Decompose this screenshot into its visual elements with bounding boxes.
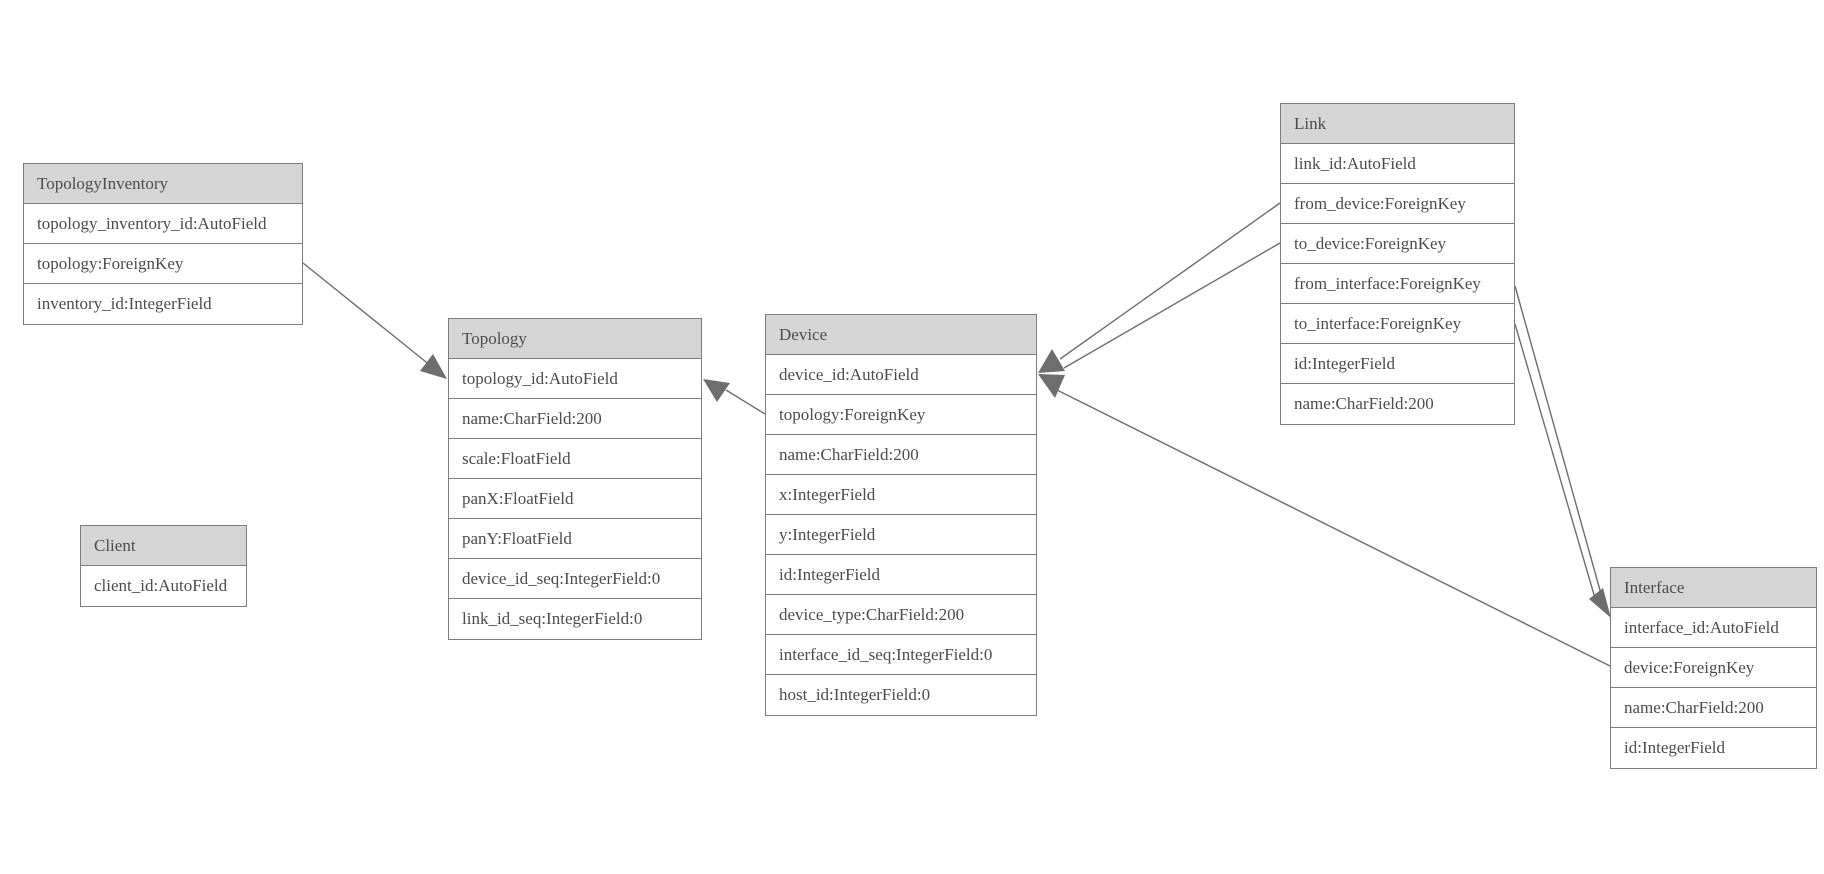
entity-field-row: name:CharField:200 xyxy=(449,399,701,439)
entity-title: Client xyxy=(81,526,246,566)
relationship-line-device-topology xyxy=(725,389,766,415)
entity-field-row: panY:FloatField xyxy=(449,519,701,559)
entity-client[interactable]: Client client_id:AutoField xyxy=(80,525,247,607)
relationship-line-link-frominterface-interface xyxy=(1514,285,1604,602)
entity-link[interactable]: Link link_id:AutoField from_device:Forei… xyxy=(1280,103,1515,425)
entity-field-row: x:IntegerField xyxy=(766,475,1036,515)
arrowhead-topology-left xyxy=(420,354,447,379)
relationship-line-link-todevice-device xyxy=(1063,242,1281,369)
entity-field-row: id:IntegerField xyxy=(1281,344,1514,384)
entity-field-row: y:IntegerField xyxy=(766,515,1036,555)
arrowhead-topology-right xyxy=(703,379,730,402)
entity-field-row: link_id_seq:IntegerField:0 xyxy=(449,599,701,639)
entity-field-row: from_interface:ForeignKey xyxy=(1281,264,1514,304)
entity-field-row: topology:ForeignKey xyxy=(24,244,302,284)
entity-field-row: link_id:AutoField xyxy=(1281,144,1514,184)
entity-field-row: topology:ForeignKey xyxy=(766,395,1036,435)
entity-field-row: device_type:CharField:200 xyxy=(766,595,1036,635)
entity-field-row: device_id_seq:IntegerField:0 xyxy=(449,559,701,599)
relationship-line-link-tointerface-interface xyxy=(1514,323,1598,606)
entity-field-row: device:ForeignKey xyxy=(1611,648,1816,688)
entity-title: Interface xyxy=(1611,568,1816,608)
entity-field-row: topology_id:AutoField xyxy=(449,359,701,399)
entity-field-row: to_interface:ForeignKey xyxy=(1281,304,1514,344)
entity-field-row: from_device:ForeignKey xyxy=(1281,184,1514,224)
entity-interface[interactable]: Interface interface_id:AutoField device:… xyxy=(1610,567,1817,769)
entity-device[interactable]: Device device_id:AutoField topology:Fore… xyxy=(765,314,1037,716)
arrowhead-device-lower xyxy=(1038,374,1065,398)
entity-field-row: panX:FloatField xyxy=(449,479,701,519)
entity-field-row: client_id:AutoField xyxy=(81,566,246,606)
entity-topology[interactable]: Topology topology_id:AutoField name:Char… xyxy=(448,318,702,640)
entity-field-row: name:CharField:200 xyxy=(1281,384,1514,424)
entity-field-row: interface_id:AutoField xyxy=(1611,608,1816,648)
entity-field-row: name:CharField:200 xyxy=(766,435,1036,475)
entity-title: Device xyxy=(766,315,1036,355)
entity-field-row: to_device:ForeignKey xyxy=(1281,224,1514,264)
relationship-line-topologyinventory-topology xyxy=(302,262,432,367)
entity-field-row: host_id:IntegerField:0 xyxy=(766,675,1036,715)
relationship-line-link-fromdevice-device xyxy=(1059,202,1281,360)
entity-title: Topology xyxy=(449,319,701,359)
entity-field-row: device_id:AutoField xyxy=(766,355,1036,395)
entity-field-row: id:IntegerField xyxy=(766,555,1036,595)
entity-field-row: scale:FloatField xyxy=(449,439,701,479)
entity-field-row: inventory_id:IntegerField xyxy=(24,284,302,324)
entity-field-row: topology_inventory_id:AutoField xyxy=(24,204,302,244)
relationship-line-interface-device xyxy=(1056,389,1611,667)
entity-field-row: name:CharField:200 xyxy=(1611,688,1816,728)
entity-title: Link xyxy=(1281,104,1514,144)
entity-field-row: id:IntegerField xyxy=(1611,728,1816,768)
entity-title: TopologyInventory xyxy=(24,164,302,204)
arrowhead-device-upper xyxy=(1038,349,1065,373)
entity-topology-inventory[interactable]: TopologyInventory topology_inventory_id:… xyxy=(23,163,303,325)
entity-field-row: interface_id_seq:IntegerField:0 xyxy=(766,635,1036,675)
arrowhead-interface-left xyxy=(1589,588,1611,618)
